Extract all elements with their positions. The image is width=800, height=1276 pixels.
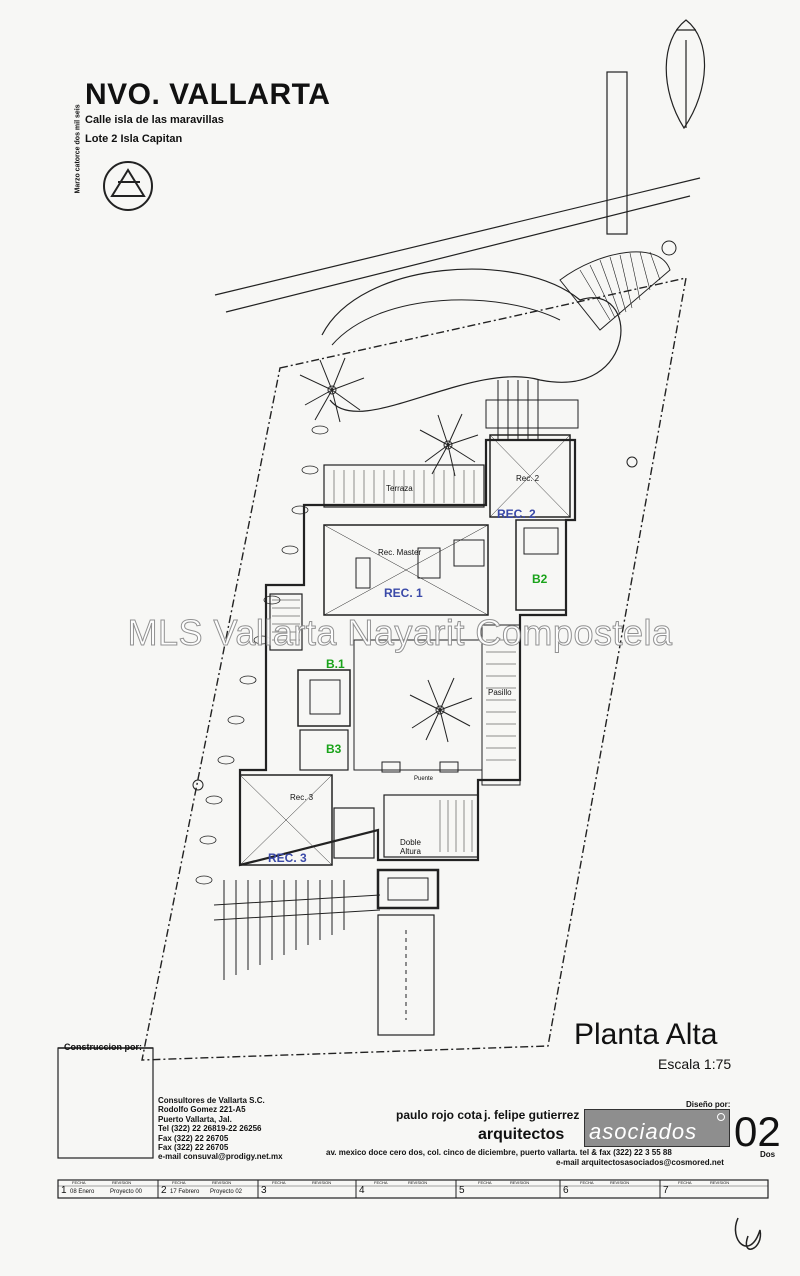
revision-header-revision: REVISION <box>212 1180 232 1185</box>
palm-tree-icon <box>299 357 365 423</box>
boat-icon <box>665 19 706 130</box>
sheet-number: 02 <box>734 1108 781 1155</box>
revision-header-revision: REVISION <box>408 1180 428 1185</box>
sheet-number-word: Dos <box>760 1150 776 1159</box>
revision-header-fecha: FECHA <box>172 1180 186 1185</box>
revision-header-revision: REVISION <box>112 1180 132 1185</box>
revision-number: 4 <box>359 1185 365 1196</box>
room-label-rec1: REC. 1 <box>384 586 423 600</box>
watermark-text: MLS Vallarta Nayarit Compostela <box>127 612 673 654</box>
room-label-rec3: REC. 3 <box>268 851 307 865</box>
sheet-title: Planta Alta <box>574 1018 718 1051</box>
revision-header-fecha: FECHA <box>678 1180 692 1185</box>
signature-mark <box>734 1217 762 1250</box>
consultores-line: Puerto Vallarta, Jal. <box>158 1114 232 1124</box>
palm-tree-icon <box>409 677 473 743</box>
revision-header-revision: REVISION <box>610 1180 630 1185</box>
consultores-line: Tel (322) 22 26819-22 26256 <box>158 1124 262 1134</box>
revision-date: 08 Enero <box>70 1189 95 1195</box>
room-label-doble: Doble Altura <box>400 838 421 856</box>
studio-email: e-mail arquitectosasociados@cosmored.net <box>556 1158 724 1167</box>
asociados-logo: asociados <box>584 1109 730 1147</box>
diseno-label: Diseño por: <box>686 1100 731 1109</box>
revision-header-fecha: FECHA <box>478 1180 492 1185</box>
revision-header-fecha: FECHA <box>272 1180 286 1185</box>
room-label-terraza: Terraza <box>386 484 413 493</box>
room-label-master: Rec. Master <box>378 548 422 557</box>
architect-name-1: paulo rojo cota <box>396 1108 483 1122</box>
lot-label: Lote 2 Isla Capitan <box>85 133 183 145</box>
room-label-b1: B.1 <box>326 657 345 671</box>
revision-number: 1 <box>61 1185 67 1196</box>
palm-tree-icon <box>419 413 479 477</box>
revision-number: 2 <box>161 1185 167 1196</box>
studio-address: av. mexico doce cero dos, col. cinco de … <box>326 1148 672 1157</box>
vertical-date: Marzo catorce dos mil seis <box>74 104 82 194</box>
room-label-b3: B3 <box>326 742 342 756</box>
asociados-text: asociados <box>589 1119 698 1144</box>
room-label-puente: Puente <box>414 776 434 782</box>
north-arrow-icon <box>103 161 153 211</box>
consultores-line: Fax (322) 22 26705 <box>158 1143 229 1153</box>
consultores-block: Consultores de Vallarta S.C. Rodolfo Gom… <box>158 1096 283 1162</box>
revision-strip: 1 08 Enero Proyecto 00 FECHA REVISION 2 … <box>58 1180 768 1198</box>
room-label-rec2-small: Rec. 2 <box>516 474 540 483</box>
revision-number: 7 <box>663 1185 669 1196</box>
revision-text: Proyecto 02 <box>210 1189 243 1195</box>
revision-header-fecha: FECHA <box>72 1180 86 1185</box>
arquitectos-label: arquitectos <box>478 1126 565 1143</box>
revision-header-revision: REVISION <box>510 1180 530 1185</box>
revision-date: 17 Febrero <box>170 1189 200 1195</box>
revision-number: 5 <box>459 1185 465 1196</box>
revision-number: 6 <box>563 1185 569 1196</box>
revision-header-revision: REVISION <box>312 1180 332 1185</box>
project-title: NVO. VALLARTA <box>85 78 331 111</box>
street-address: Calle isla de las maravillas <box>85 114 224 126</box>
room-label-rec2: REC. 2 <box>497 507 536 521</box>
sheet-scale: Escala 1:75 <box>658 1056 732 1072</box>
consultores-line: Consultores de Vallarta S.C. <box>158 1096 265 1105</box>
consultores-line: Rodolfo Gomez 221-A5 <box>158 1105 246 1115</box>
revision-number: 3 <box>261 1185 267 1196</box>
revision-header-fecha: FECHA <box>374 1180 388 1185</box>
logo-dot-icon <box>717 1113 725 1121</box>
room-label-pasillo: Pasillo <box>488 688 512 697</box>
construccion-label: Construccion por: <box>64 1042 142 1052</box>
revision-header-fecha: FECHA <box>580 1180 594 1185</box>
consultores-line: e-mail consuval@prodigy.net.mx <box>158 1152 283 1162</box>
consultores-line: Fax (322) 22 26705 <box>158 1133 229 1143</box>
architect-name-2: j. felipe gutierrez <box>484 1108 580 1122</box>
room-label-rec3-small: Rec. 3 <box>290 793 314 802</box>
room-label-b2: B2 <box>532 572 548 586</box>
revision-header-revision: REVISION <box>710 1180 730 1185</box>
revision-text: Proyecto 00 <box>110 1189 143 1195</box>
